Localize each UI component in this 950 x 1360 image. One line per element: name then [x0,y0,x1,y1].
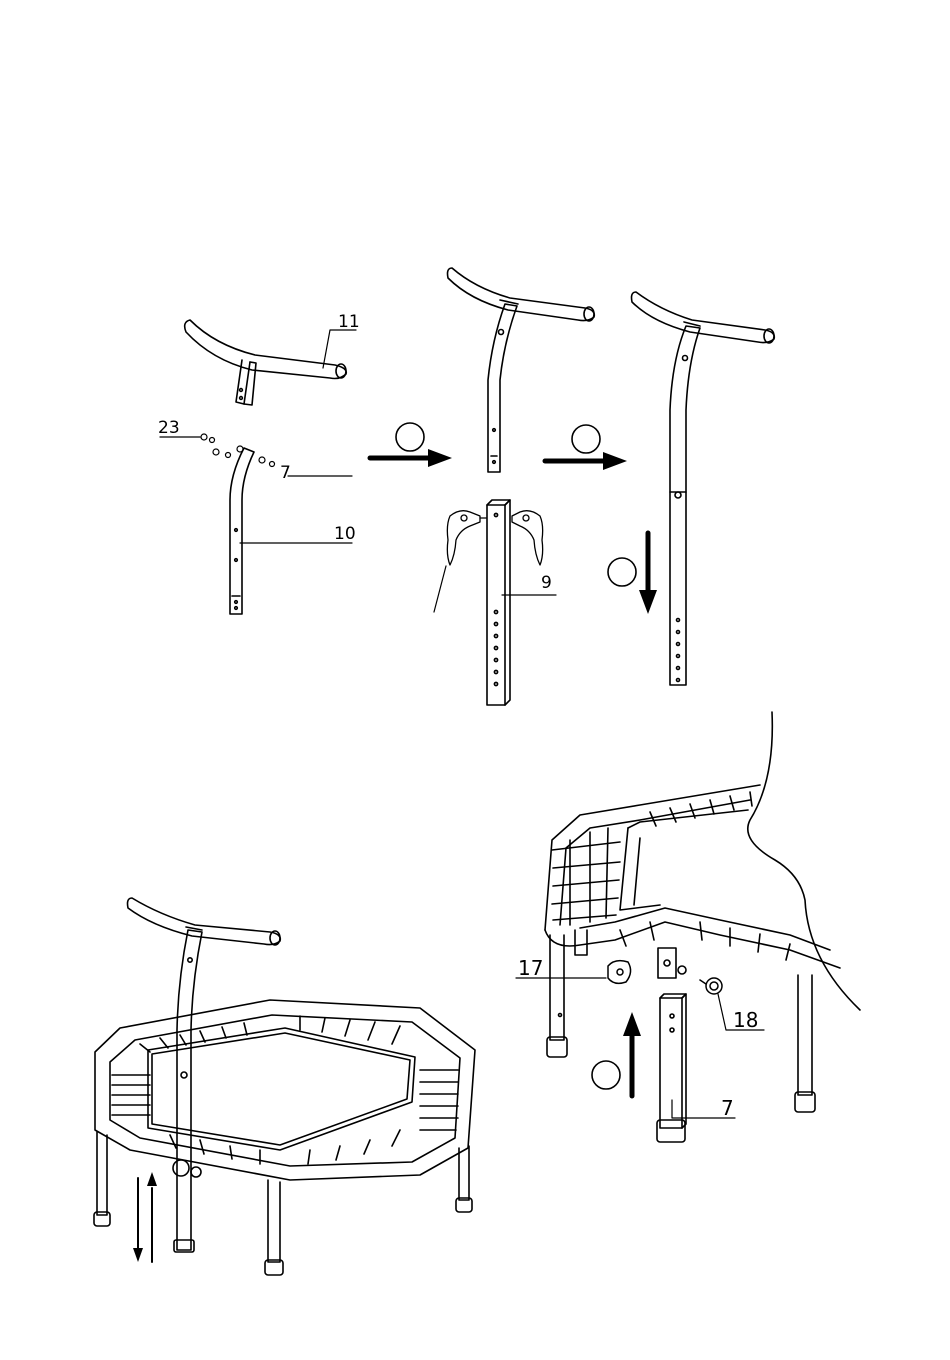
adjust-arrows-up-down [133,1172,157,1262]
label-part-10: 10 [334,524,356,544]
label-part-18: 18 [733,1008,758,1032]
handle-assembled-full [632,292,775,685]
step-arrow-right-1 [370,423,452,467]
part-18-knob [700,978,722,994]
leader-lines-a [160,330,356,543]
leader-lines-b [434,566,556,612]
lower-tube-part-9 [487,500,510,705]
trampoline-closeup [545,712,860,1112]
label-part-11: 11 [338,312,360,332]
step-arrow-up-4 [592,1012,641,1096]
quick-release-clamp-right [512,511,543,565]
label-part-9: 9 [541,573,552,593]
handlebar-part-11 [185,320,347,405]
step-marker-2 [572,425,600,453]
step-marker-4 [592,1061,620,1089]
step-arrow-down-3 [608,533,657,614]
step-marker-3 [608,558,636,586]
label-part-17: 17 [518,956,543,980]
label-part-7-bottom: 7 [721,1096,734,1120]
part-17-cap [608,961,631,984]
step-marker-1 [396,423,424,451]
leg-part-7 [657,994,686,1142]
label-part-23: 23 [158,418,180,438]
step-arrow-right-2 [545,425,627,470]
label-part-7-top: 7 [280,463,291,483]
quick-release-clamp-left [447,511,486,565]
upper-tube-part-10 [230,448,254,614]
